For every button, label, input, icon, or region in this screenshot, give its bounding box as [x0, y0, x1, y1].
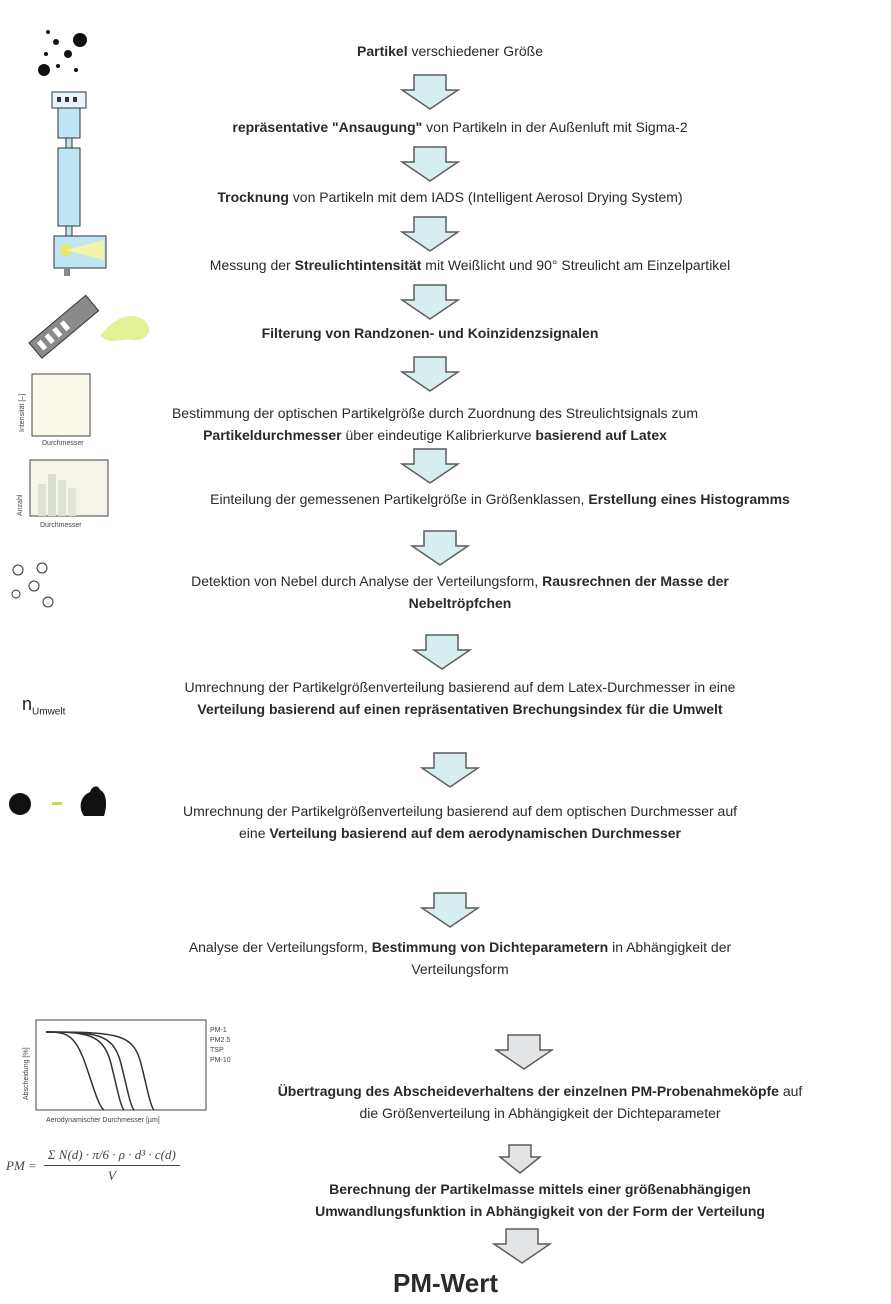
- sampler-device-icon: [51, 91, 107, 276]
- step-6-text-4: basierend auf Latex: [535, 427, 667, 443]
- svg-text:Abscheidung [%]: Abscheidung [%]: [23, 1047, 30, 1100]
- step-13: Berechnung der Partikelmasse mittels ein…: [270, 1178, 810, 1222]
- pm-formula: PM = Σ N(d) · π/6 · ρ · d³ · c(d) V: [6, 1146, 181, 1185]
- step-3-text-1: Trocknung: [217, 189, 289, 205]
- step-2-text-2: von Partikeln in der Außenluft mit Sigma…: [422, 119, 688, 135]
- svg-text:Durchmesser: Durchmesser: [42, 440, 84, 447]
- flow-arrow-2: [400, 146, 460, 182]
- step-1-text-1: Partikel: [357, 43, 408, 59]
- step-1-text-2: verschiedener Größe: [407, 43, 543, 59]
- fog-droplets-icon: [11, 562, 54, 608]
- n-symbol: n: [22, 694, 33, 714]
- flow-arrow-3: [400, 216, 460, 252]
- step-6-text-2: Partikeldurchmesser: [203, 427, 342, 443]
- pm-wert-label: PM-Wert: [393, 1268, 498, 1298]
- svg-text:PM2.5: PM2.5: [210, 1037, 230, 1044]
- step-4: Messung der Streulichtintensität mit Wei…: [100, 254, 840, 276]
- step-8: Detektion von Nebel durch Analyse der Ve…: [180, 570, 740, 614]
- step-6-text-1: Bestimmung der optischen Partikelgröße d…: [171, 405, 699, 421]
- flow-arrow-13: [492, 1228, 552, 1264]
- step-4-text-3: mit Weißlicht und 90° Streulicht am Einz…: [421, 257, 731, 273]
- step-13-text-1: Berechnung der Partikelmasse mittels ein…: [315, 1181, 765, 1219]
- refractive-index-icon: nUmwelt: [22, 694, 65, 718]
- flow-arrow-12: [498, 1144, 542, 1174]
- step-8-text-2: Rausrechnen der Masse der Nebeltröpfchen: [408, 573, 729, 611]
- step-2-text-1: repräsentative "Ansaugung": [232, 119, 423, 135]
- step-6: Bestimmung der optischen Partikelgröße d…: [130, 402, 740, 446]
- step-9: Umrechnung der Partikelgrößenverteilung …: [180, 676, 740, 720]
- step-6-text-3: über eindeutige Kalibrierkurve: [341, 427, 536, 443]
- svg-text:PM-10: PM-10: [210, 1057, 231, 1064]
- formula-numerator: Σ N(d) · π/6 · ρ · d³ · c(d): [43, 1147, 180, 1166]
- svg-text:Intensität [–]: Intensität [–]: [19, 394, 26, 432]
- flow-arrow-9: [420, 752, 480, 788]
- step-7: Einteilung der gemessenen Partikelgröße …: [120, 488, 880, 510]
- signal-filter-icon: [28, 294, 150, 359]
- svg-text:PM-1: PM-1: [210, 1027, 227, 1034]
- svg-text:Durchmesser: Durchmesser: [40, 522, 82, 529]
- step-1: Partikel verschiedener Größe: [180, 40, 720, 62]
- step-11: Analyse der Verteilungsform, Bestimmung …: [160, 936, 760, 980]
- step-12-text-1: Übertragung des Abscheideverhaltens der …: [277, 1083, 779, 1099]
- step-11-text-1: Analyse der Verteilungsform,: [188, 939, 372, 955]
- calibration-plot-icon: Intensität [–] Durchmesser: [19, 373, 91, 447]
- formula-denominator: V: [107, 1168, 116, 1183]
- step-11-text-2: Bestimmung von Dichteparametern: [371, 939, 609, 955]
- step-3: Trocknung von Partikeln mit dem IADS (In…: [100, 186, 800, 208]
- flow-arrow-11: [494, 1034, 554, 1070]
- step-9-text-2: Verteilung basierend auf einen repräsent…: [197, 701, 723, 717]
- step-3-text-2: von Partikeln mit dem IADS (Intelligent …: [288, 189, 683, 205]
- step-4-text-1: Messung der: [209, 257, 295, 273]
- flow-arrow-10: [420, 892, 480, 928]
- step-10: Umrechnung der Partikelgrößenverteilung …: [180, 800, 740, 844]
- step-9-text-1: Umrechnung der Partikelgrößenverteilung …: [184, 679, 736, 695]
- step-7-text-1: Einteilung der gemessenen Partikelgröße …: [210, 491, 589, 507]
- step-4-text-2: Streulichtintensität: [294, 257, 422, 273]
- step-10-text-2: Verteilung basierend auf dem aerodynamis…: [269, 825, 681, 841]
- step-7-text-2: Erstellung eines Histogramms: [588, 491, 790, 507]
- step-5: Filterung von Randzonen- und Koinzidenzs…: [160, 322, 700, 344]
- optical-to-aerodynamic-icon: [9, 786, 107, 816]
- flow-arrow-7: [410, 530, 470, 566]
- step-2: repräsentative "Ansaugung" von Partikeln…: [120, 116, 800, 138]
- flow-arrow-6: [400, 448, 460, 484]
- step-11-text-3: in Abhängigkeit der Verteilungsform: [411, 939, 732, 977]
- particles-icon: [38, 30, 87, 76]
- flow-arrow-5: [400, 356, 460, 392]
- step-12: Übertragung des Abscheideverhaltens der …: [270, 1080, 810, 1124]
- step-10-text-1: Umrechnung der Partikelgrößenverteilung …: [182, 803, 738, 841]
- flow-arrow-8: [412, 634, 472, 670]
- histogram-plot-icon: Anzahl Durchmesser: [17, 459, 109, 529]
- n-subscript: Umwelt: [32, 706, 66, 718]
- svg-text:Anzahl: Anzahl: [17, 494, 24, 516]
- flow-arrow-1: [400, 74, 460, 110]
- svg-text:Aerodynamischer Durchmesser [µ: Aerodynamischer Durchmesser [µm]: [46, 1117, 160, 1124]
- step-12-text-2: auf die Größenverteilung in Abhängigkeit…: [359, 1083, 803, 1121]
- step-5-text-1: Filterung von Randzonen- und Koinzidenzs…: [261, 325, 599, 341]
- flow-arrow-4: [400, 284, 460, 320]
- step-8-text-1: Detektion von Nebel durch Analyse der Ve…: [191, 573, 543, 589]
- separation-curves-chart: PM-1 PM2.5 TSP PM-10 Abscheidung [%] Aer…: [23, 1019, 231, 1124]
- svg-text:TSP: TSP: [210, 1047, 224, 1054]
- formula-lhs: PM =: [6, 1157, 37, 1173]
